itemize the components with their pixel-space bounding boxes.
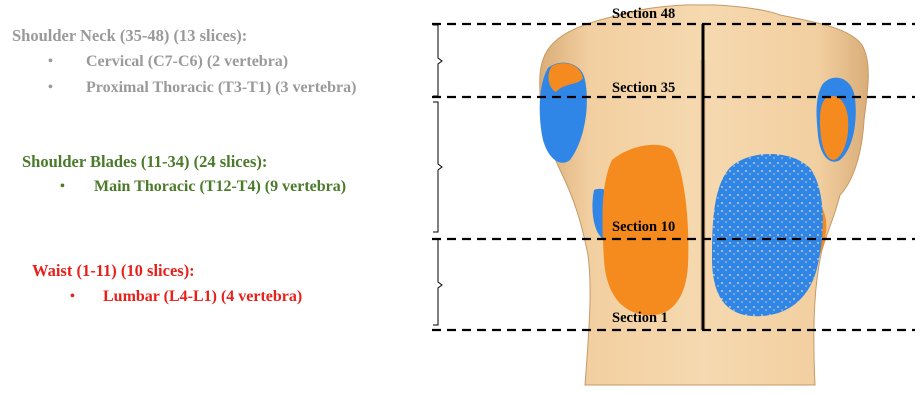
brace-shoulder-blades [433,102,442,232]
brace-shoulder-neck [433,25,442,96]
brace-waist [433,239,442,325]
section-label-35: Section 35 [612,80,675,96]
section-label-10: Section 10 [612,219,675,235]
patch-right-back-blue [712,154,823,316]
section-label-48: Section 48 [612,6,675,22]
section-label-1: Section 1 [612,310,668,326]
